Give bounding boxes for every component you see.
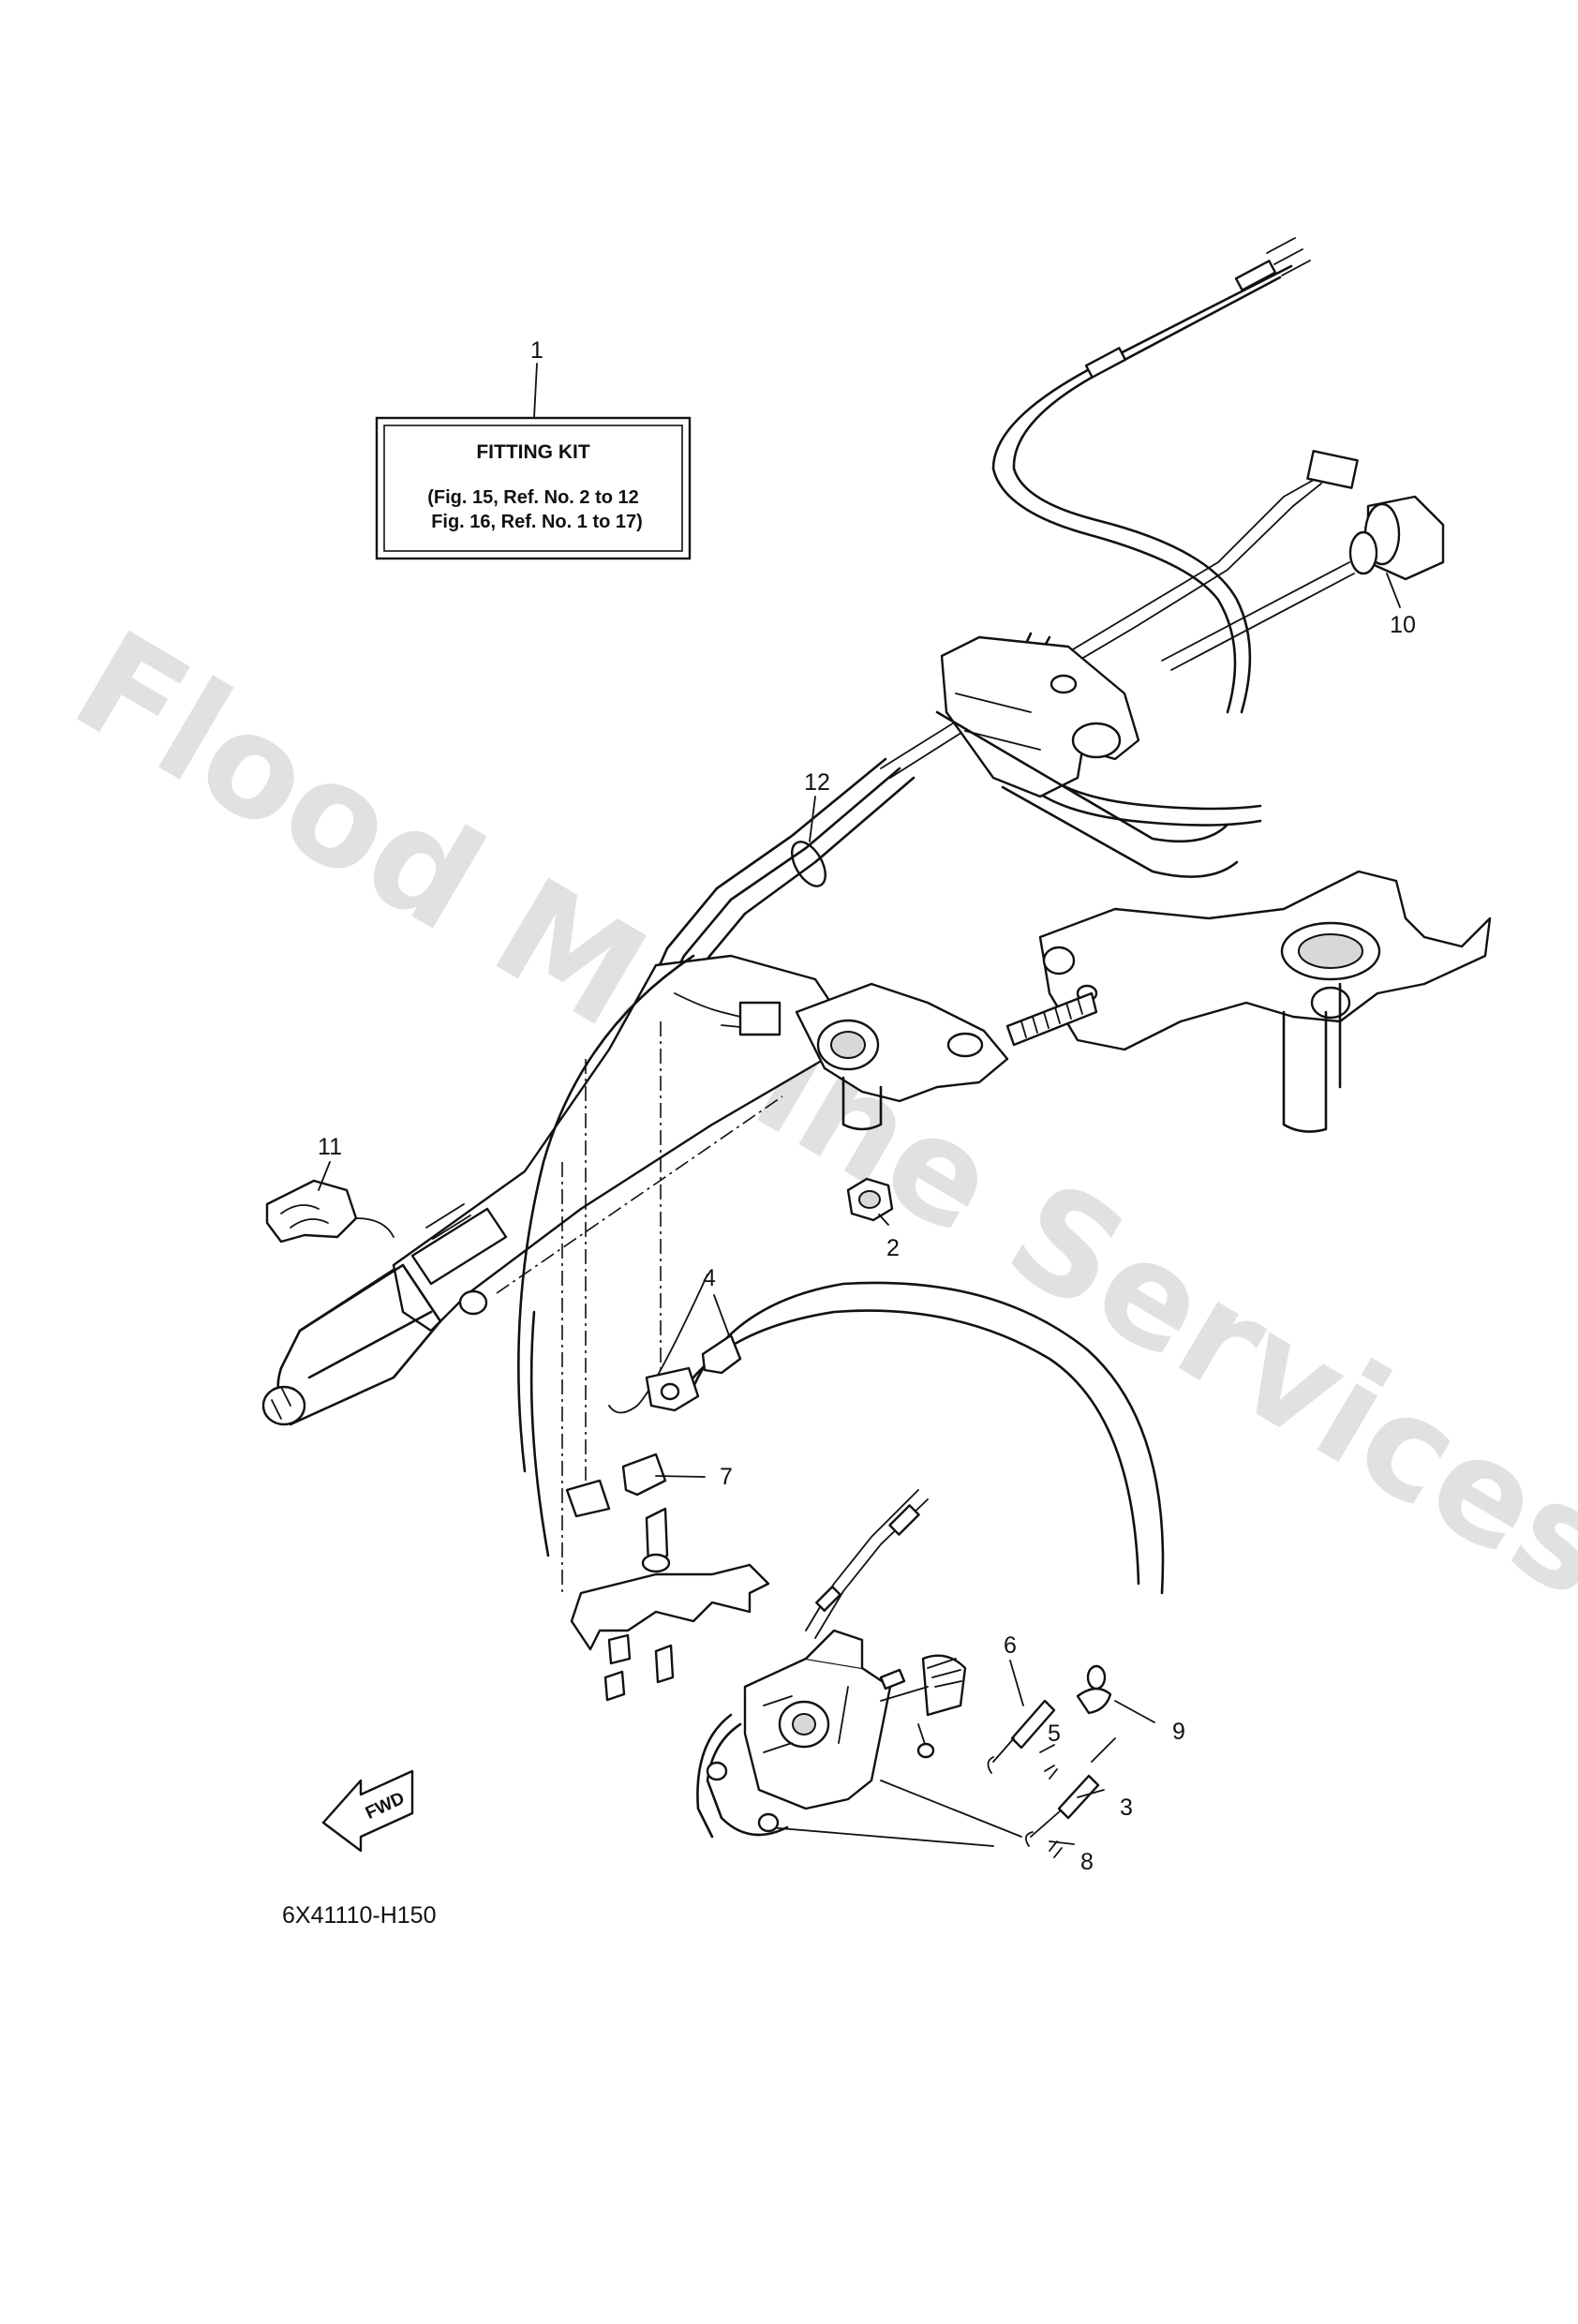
callout-1: 1 — [530, 337, 543, 364]
callout-11: 11 — [318, 1134, 342, 1160]
remote-cable-loop — [517, 954, 1165, 1595]
assembly-guide-lines — [496, 1021, 783, 1593]
lever-cable-loop — [696, 1713, 1022, 1847]
clamp-7 — [565, 1452, 667, 1518]
diagram-code: 6X41110-H150 — [282, 1902, 436, 1929]
clamp-4 — [645, 1333, 742, 1412]
callout-9: 9 — [1172, 1719, 1185, 1745]
threaded-stud — [1005, 991, 1098, 1047]
callout-2: 2 — [886, 1235, 900, 1261]
harness-connector — [674, 992, 782, 1036]
nut-2 — [846, 1177, 894, 1222]
callout-3: 3 — [1120, 1795, 1133, 1821]
callout-10: 10 — [1390, 612, 1416, 638]
callout-5: 5 — [1048, 1721, 1061, 1747]
grip-11 — [265, 1179, 394, 1244]
callout-7: 7 — [720, 1464, 733, 1490]
mount-plate — [570, 1507, 770, 1702]
fitting-kit-box: FITTING KIT (Fig. 15, Ref. No. 2 to 12 F… — [375, 416, 692, 560]
cable-ends — [987, 1664, 1116, 1858]
upper-bracket — [940, 635, 1140, 798]
junction-housing — [795, 982, 1009, 1131]
fitting-kit-title: FITTING KIT — [476, 441, 589, 463]
callout-4: 4 — [703, 1265, 716, 1291]
callout-12: 12 — [804, 769, 830, 796]
callout-8: 8 — [1080, 1849, 1094, 1875]
fitting-kit-line-1: (Fig. 15, Ref. No. 2 to 12 — [427, 487, 639, 508]
lever-unit — [743, 1629, 967, 1810]
upper-tube — [935, 710, 1239, 878]
watermark: Flood Marine Services — [49, 601, 1578, 1631]
swivel-bracket — [1038, 870, 1492, 1133]
fitting-kit-line-2: Fig. 16, Ref. No. 1 to 17) — [431, 512, 643, 532]
coupler-10 — [1161, 495, 1445, 671]
fwd-arrow: FWD — [321, 1769, 414, 1853]
callout-6: 6 — [1004, 1632, 1017, 1659]
callouts: 1 2 3 4 5 6 7 8 9 10 11 12 — [318, 337, 1416, 1875]
short-cable — [805, 1489, 929, 1639]
